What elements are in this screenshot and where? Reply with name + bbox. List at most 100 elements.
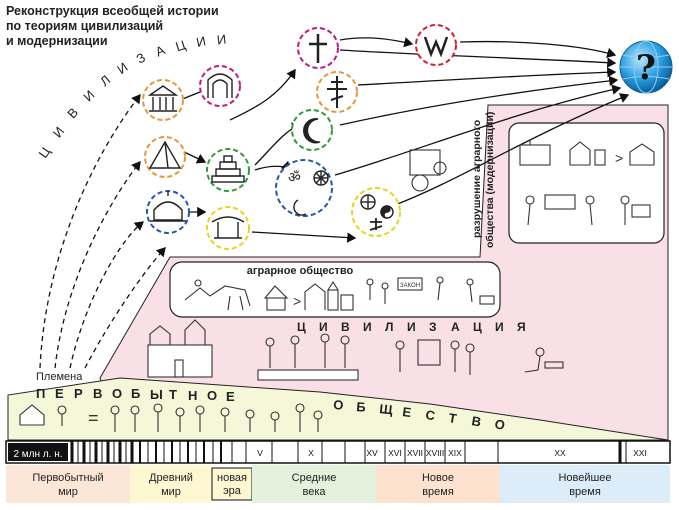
plowing-icon (184, 279, 251, 311)
svg-text:И: И (80, 87, 97, 104)
wheel-icon (360, 194, 376, 210)
hieroglyph-icon (369, 218, 383, 231)
svg-text:XV: XV (366, 448, 378, 458)
scribe-icon (524, 347, 564, 373)
svg-text:=: = (88, 408, 99, 428)
svg-text:Л: Л (385, 320, 393, 334)
era-contemporary-label-2: время (569, 486, 601, 498)
pagoda-icon (211, 216, 245, 239)
svg-text:Я: Я (517, 320, 526, 334)
svg-text:Р: Р (74, 386, 83, 401)
west-w-icon (423, 36, 449, 58)
svg-text:Ц: Ц (297, 320, 306, 334)
era-primitive-label-2: мир (58, 486, 78, 498)
svg-text:А: А (451, 320, 460, 334)
svg-text:Ц: Ц (35, 144, 53, 161)
svg-text:XVIII: XVIII (426, 448, 444, 458)
svg-text:Е: Е (402, 404, 413, 420)
village-icon (569, 141, 606, 166)
svg-text:В: В (341, 320, 350, 334)
primitive-sketches: = (19, 403, 323, 432)
era-medieval-label-1: Средние (292, 472, 337, 484)
tribes-label: Племена (36, 371, 83, 383)
era-modern-label-2: время (422, 486, 454, 498)
arch-icon (207, 73, 233, 98)
svg-text:З: З (429, 320, 437, 334)
ancient-rome-circle (199, 65, 241, 107)
castle-icon (147, 319, 213, 378)
globe-icon: ? (619, 40, 673, 94)
china-circle (206, 206, 250, 250)
primitive-word: П Е Р В О Б Ы Т Н О Е (36, 386, 235, 404)
greek-temple-icon (147, 85, 179, 112)
svg-text:Б: Б (356, 399, 367, 415)
svg-text:И: И (216, 32, 227, 48)
svg-text:И: И (407, 320, 416, 334)
svg-text:Б: Б (131, 386, 140, 401)
timeline-bar: 2 млн л. н. V X XV XVI XVII XVIII XIX XX… (5, 440, 671, 464)
om-icon: ॐ (288, 169, 301, 185)
machinery-icon (409, 149, 447, 192)
civilization-word: Ц И В И Л И З А Ц И Я (297, 320, 526, 334)
house-icon (629, 143, 655, 166)
civilization-arrows (179, 37, 630, 243)
svg-text:разрушение аграрного: разрушение аграрного (471, 120, 483, 238)
timeline-ticks (70, 441, 627, 463)
people-icon (366, 278, 389, 304)
era-ancient-label-2: мир (161, 486, 181, 498)
crescent-icon (303, 118, 321, 144)
svg-text:С: С (425, 407, 437, 423)
era-new-era-label-2: эра (223, 485, 242, 497)
law-label: ЗАКОН (400, 283, 420, 289)
civilization-circles (142, 24, 457, 250)
svg-text:И: И (319, 320, 328, 334)
svg-text:общества (модернизации): общества (модернизации) (484, 112, 496, 248)
hut-icon (263, 285, 289, 311)
islam-circle (291, 109, 333, 151)
svg-text:XVII: XVII (407, 448, 423, 458)
town-icon (304, 280, 354, 311)
svg-text:И: И (114, 59, 130, 77)
era-medieval-label-2: века (302, 486, 326, 498)
svg-text:В: В (64, 105, 81, 121)
svg-text:Л: Л (97, 72, 113, 89)
era-new-era (211, 467, 253, 501)
dome-icon (150, 191, 186, 222)
svg-text:>: > (293, 293, 301, 309)
svg-text:О: О (493, 416, 506, 433)
era-medieval (252, 465, 376, 503)
page-title: Реконструкция всеобщей истории по теория… (6, 4, 219, 48)
svg-text:Ы: Ы (150, 387, 163, 402)
circle-symbols: ॐ (147, 34, 449, 239)
agrarian-society-label: аграрное общество (247, 265, 354, 277)
civilizations-arc-letters: Ц И В И Л И З А Ц И И (35, 32, 227, 161)
yin-yang-icon (380, 205, 394, 219)
moon-icon (293, 199, 307, 216)
svg-text:Ц: Ц (473, 320, 482, 334)
ziggurat-circle (206, 148, 250, 192)
east-asia-circle (351, 187, 401, 237)
era-primitive (6, 465, 130, 503)
india-circle (275, 159, 333, 217)
svg-text:В: В (470, 413, 482, 429)
law-scroll-icon (397, 277, 423, 291)
era-modern (376, 465, 500, 503)
traders-icon (436, 276, 495, 305)
svg-text:О: О (207, 388, 217, 403)
svg-text:ॐ: ॐ (288, 169, 301, 185)
svg-text:П: П (36, 386, 45, 401)
svg-text:X: X (308, 448, 314, 458)
svg-text:В: В (93, 386, 102, 401)
svg-text:Щ: Щ (379, 401, 394, 417)
primitive-region (7, 377, 669, 441)
svg-text:Н: Н (188, 388, 197, 403)
agrarian-sketches: > ЗАКОН (184, 276, 495, 311)
ceremony-icon (257, 333, 359, 381)
svg-text:XXI: XXI (633, 448, 647, 458)
reader-icon (620, 195, 651, 225)
svg-text:И: И (363, 320, 372, 334)
person-icon (57, 405, 67, 426)
svg-text:XVI: XVI (388, 448, 402, 458)
era-contemporary (500, 465, 670, 503)
ziggurat-icon (211, 155, 245, 183)
